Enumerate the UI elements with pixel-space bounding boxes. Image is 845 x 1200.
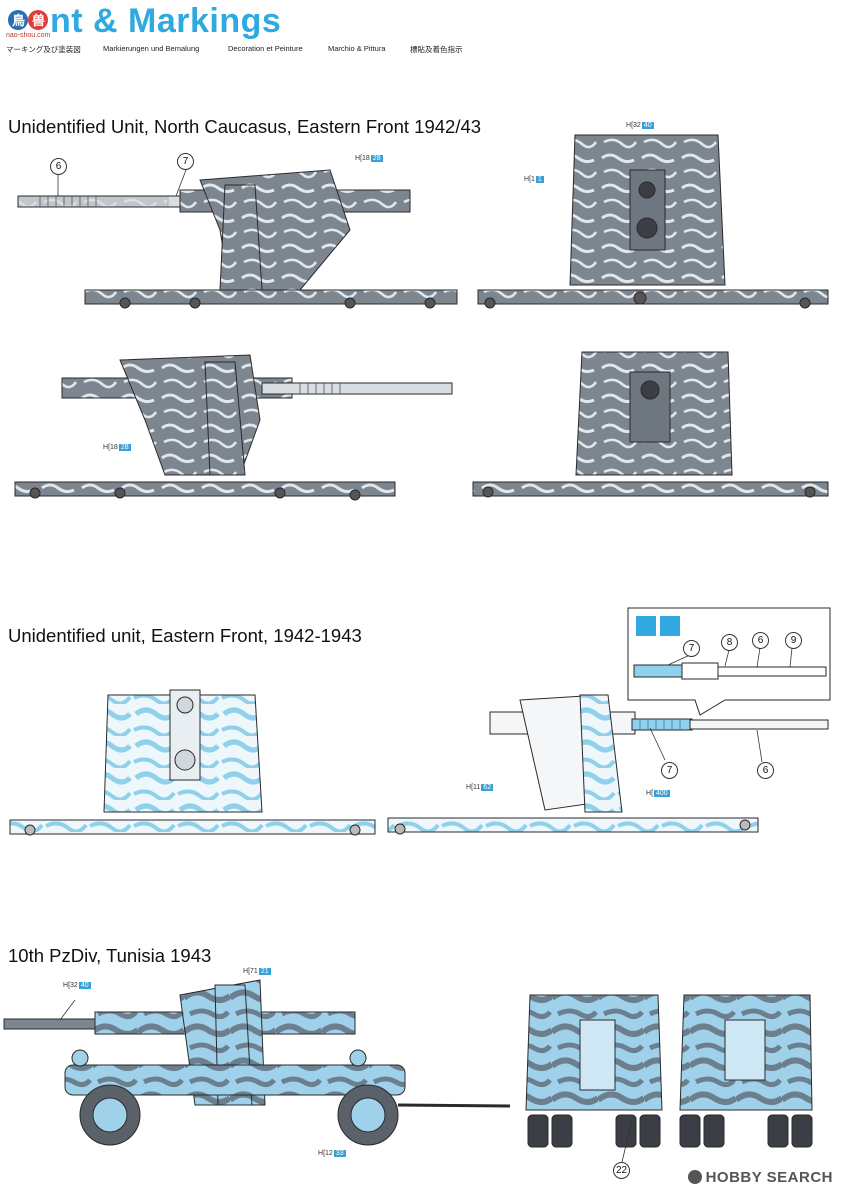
svg-text:鳥: 鳥 <box>12 13 25 28</box>
callout-7-side: 7 <box>661 762 678 779</box>
s1-side-view-1 <box>17 169 458 309</box>
leader-lines <box>57 169 793 1163</box>
lang-japanese: マーキング及び塗装図 <box>6 45 81 54</box>
hobby-search-logo-icon <box>687 1170 702 1184</box>
callout-7-detail: 7 <box>683 640 700 657</box>
watermark: HOBBY SEARCH <box>687 1169 833 1186</box>
s1-front-view-2 <box>472 351 829 498</box>
section-title-1: Unidentified Unit, North Caucasus, Easte… <box>8 116 482 137</box>
lang-italian: Marchio & Pittura <box>328 44 386 53</box>
callout-6-side: 6 <box>757 762 774 779</box>
lang-french: Decoration et Peinture <box>228 44 303 53</box>
s2-front-view <box>9 689 376 836</box>
s1-front-view-1 <box>477 134 829 309</box>
s3-front-view <box>525 994 663 1148</box>
lang-chinese: 標貼及着色指示 <box>410 45 463 54</box>
s3-side-view <box>3 979 511 1146</box>
s2-side-view <box>387 694 829 835</box>
page-title: nt & Markings <box>50 2 282 40</box>
callout-9-detail: 9 <box>785 632 802 649</box>
logo-text: nao-shou.com <box>6 32 51 39</box>
lang-german: Markierungen und Bemalung <box>103 44 200 53</box>
callout-6: 6 <box>50 158 67 175</box>
callout-7: 7 <box>177 153 194 170</box>
svg-text:兽: 兽 <box>32 13 45 28</box>
callout-6-detail: 6 <box>752 632 769 649</box>
section-title-3: 10th PzDiv, Tunisia 1943 <box>8 945 212 966</box>
callout-8-detail: 8 <box>721 634 738 651</box>
s2-detail-box <box>627 607 831 716</box>
s3-rear-view <box>679 994 813 1148</box>
s1-side-view-2 <box>14 354 453 501</box>
section-title-2: Unidentified unit, Eastern Front, 1942-1… <box>8 625 362 646</box>
callout-22: 22 <box>613 1162 630 1179</box>
paint-code-label: H[400 <box>646 790 670 797</box>
site-logo: 鳥 兽 <box>6 6 52 40</box>
